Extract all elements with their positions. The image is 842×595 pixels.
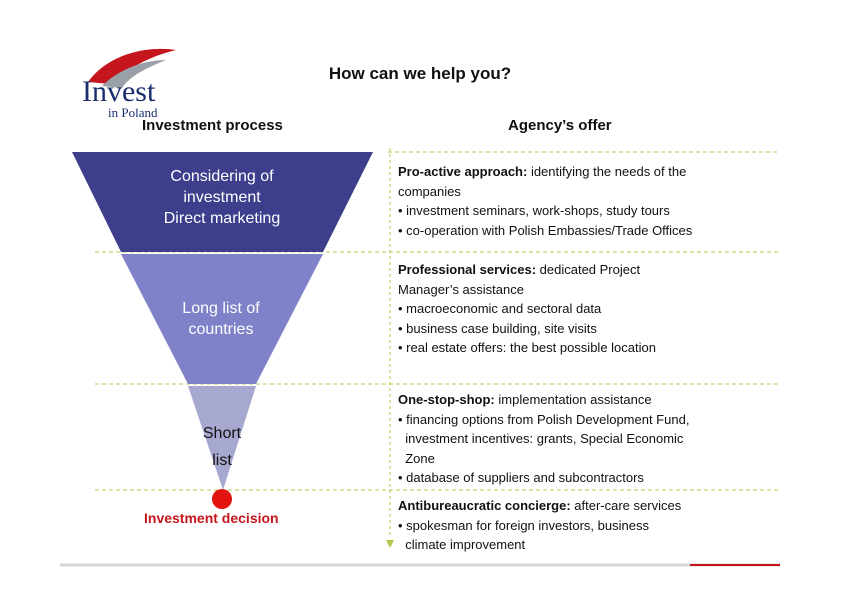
stage1-line-3: Direct marketing bbox=[163, 210, 281, 227]
down-arrow-icon bbox=[386, 540, 394, 548]
funnel-stage-1 bbox=[72, 152, 373, 252]
offer-3-bullet: investment incentives: grants, Special E… bbox=[398, 431, 684, 446]
stage3-line-2: list bbox=[212, 452, 232, 469]
offer-proactive: Pro-active approach: identifying the nee… bbox=[398, 162, 798, 240]
offer-2-bullet: • business case building, site visits bbox=[398, 320, 597, 336]
decision-dot-icon bbox=[212, 489, 232, 509]
offer-3-bullet: Zone bbox=[398, 450, 435, 466]
funnel-stage-3-label: Short list bbox=[180, 420, 264, 474]
offer-professional: Professional services: dedicated Project… bbox=[398, 260, 798, 358]
offer-4-heading: Antibureaucratic concierge: bbox=[398, 498, 571, 513]
stage2-line-2: countries bbox=[188, 321, 254, 338]
offer-3-lead: implementation assistance bbox=[494, 392, 652, 407]
column-heading-agency-offer: Agency’s offer bbox=[508, 117, 612, 134]
offer-4-lead: after-care services bbox=[570, 498, 682, 513]
stage3-line-1: Short bbox=[202, 425, 242, 442]
logo: Invest in Poland bbox=[80, 42, 180, 122]
offer-1-lead: identifying the needs of the bbox=[527, 164, 687, 179]
offer-2-heading: Professional services: bbox=[398, 262, 537, 277]
offer-1-bullet: • co-operation with Polish Embassies/Tra… bbox=[398, 222, 693, 238]
offer-3-bullet: • financing options from Polish Developm… bbox=[398, 411, 690, 427]
offer-2-cont: Manager’s assistance bbox=[398, 281, 524, 297]
stage1-line-2: investment bbox=[183, 189, 261, 206]
logo-tagline: in Poland bbox=[108, 105, 158, 120]
offer-3-bullet: • database of suppliers and subcontracto… bbox=[398, 470, 644, 485]
offer-1-heading: Pro-active approach: bbox=[398, 164, 528, 179]
offer-antibureaucratic: Antibureaucratic concierge: after-care s… bbox=[398, 496, 798, 555]
offer-2-bullet: • real estate offers: the best possible … bbox=[398, 340, 656, 355]
offer-4-bullet: climate improvement bbox=[398, 537, 526, 552]
investment-decision-label: Investment decision bbox=[144, 510, 279, 526]
funnel-stage-1-label: Considering of investment Direct marketi… bbox=[120, 166, 324, 229]
offer-2-lead: dedicated Project bbox=[536, 262, 641, 277]
logo-wordmark: Invest bbox=[82, 75, 156, 108]
offer-3-heading: One-stop-shop: bbox=[398, 392, 495, 407]
stage2-line-1: Long list of bbox=[182, 300, 260, 317]
page-title: How can we help you? bbox=[328, 64, 512, 83]
offer-2-bullet: • macroeconomic and sectoral data bbox=[398, 301, 602, 316]
offer-1-bullet: • investment seminars, work-shops, study… bbox=[398, 203, 670, 218]
funnel-stage-3 bbox=[188, 386, 256, 490]
offer-1-cont: companies bbox=[398, 183, 461, 199]
column-heading-investment-process: Investment process bbox=[142, 117, 283, 134]
funnel-stage-2 bbox=[121, 254, 323, 384]
offer-4-bullet: • spokesman for foreign investors, busin… bbox=[398, 517, 649, 533]
logo-swoosh-icon bbox=[88, 48, 176, 88]
stage1-line-1: Considering of bbox=[170, 168, 274, 185]
funnel-stage-2-label: Long list of countries bbox=[140, 298, 302, 340]
offer-one-stop-shop: One-stop-shop: implementation assistance… bbox=[398, 390, 798, 488]
